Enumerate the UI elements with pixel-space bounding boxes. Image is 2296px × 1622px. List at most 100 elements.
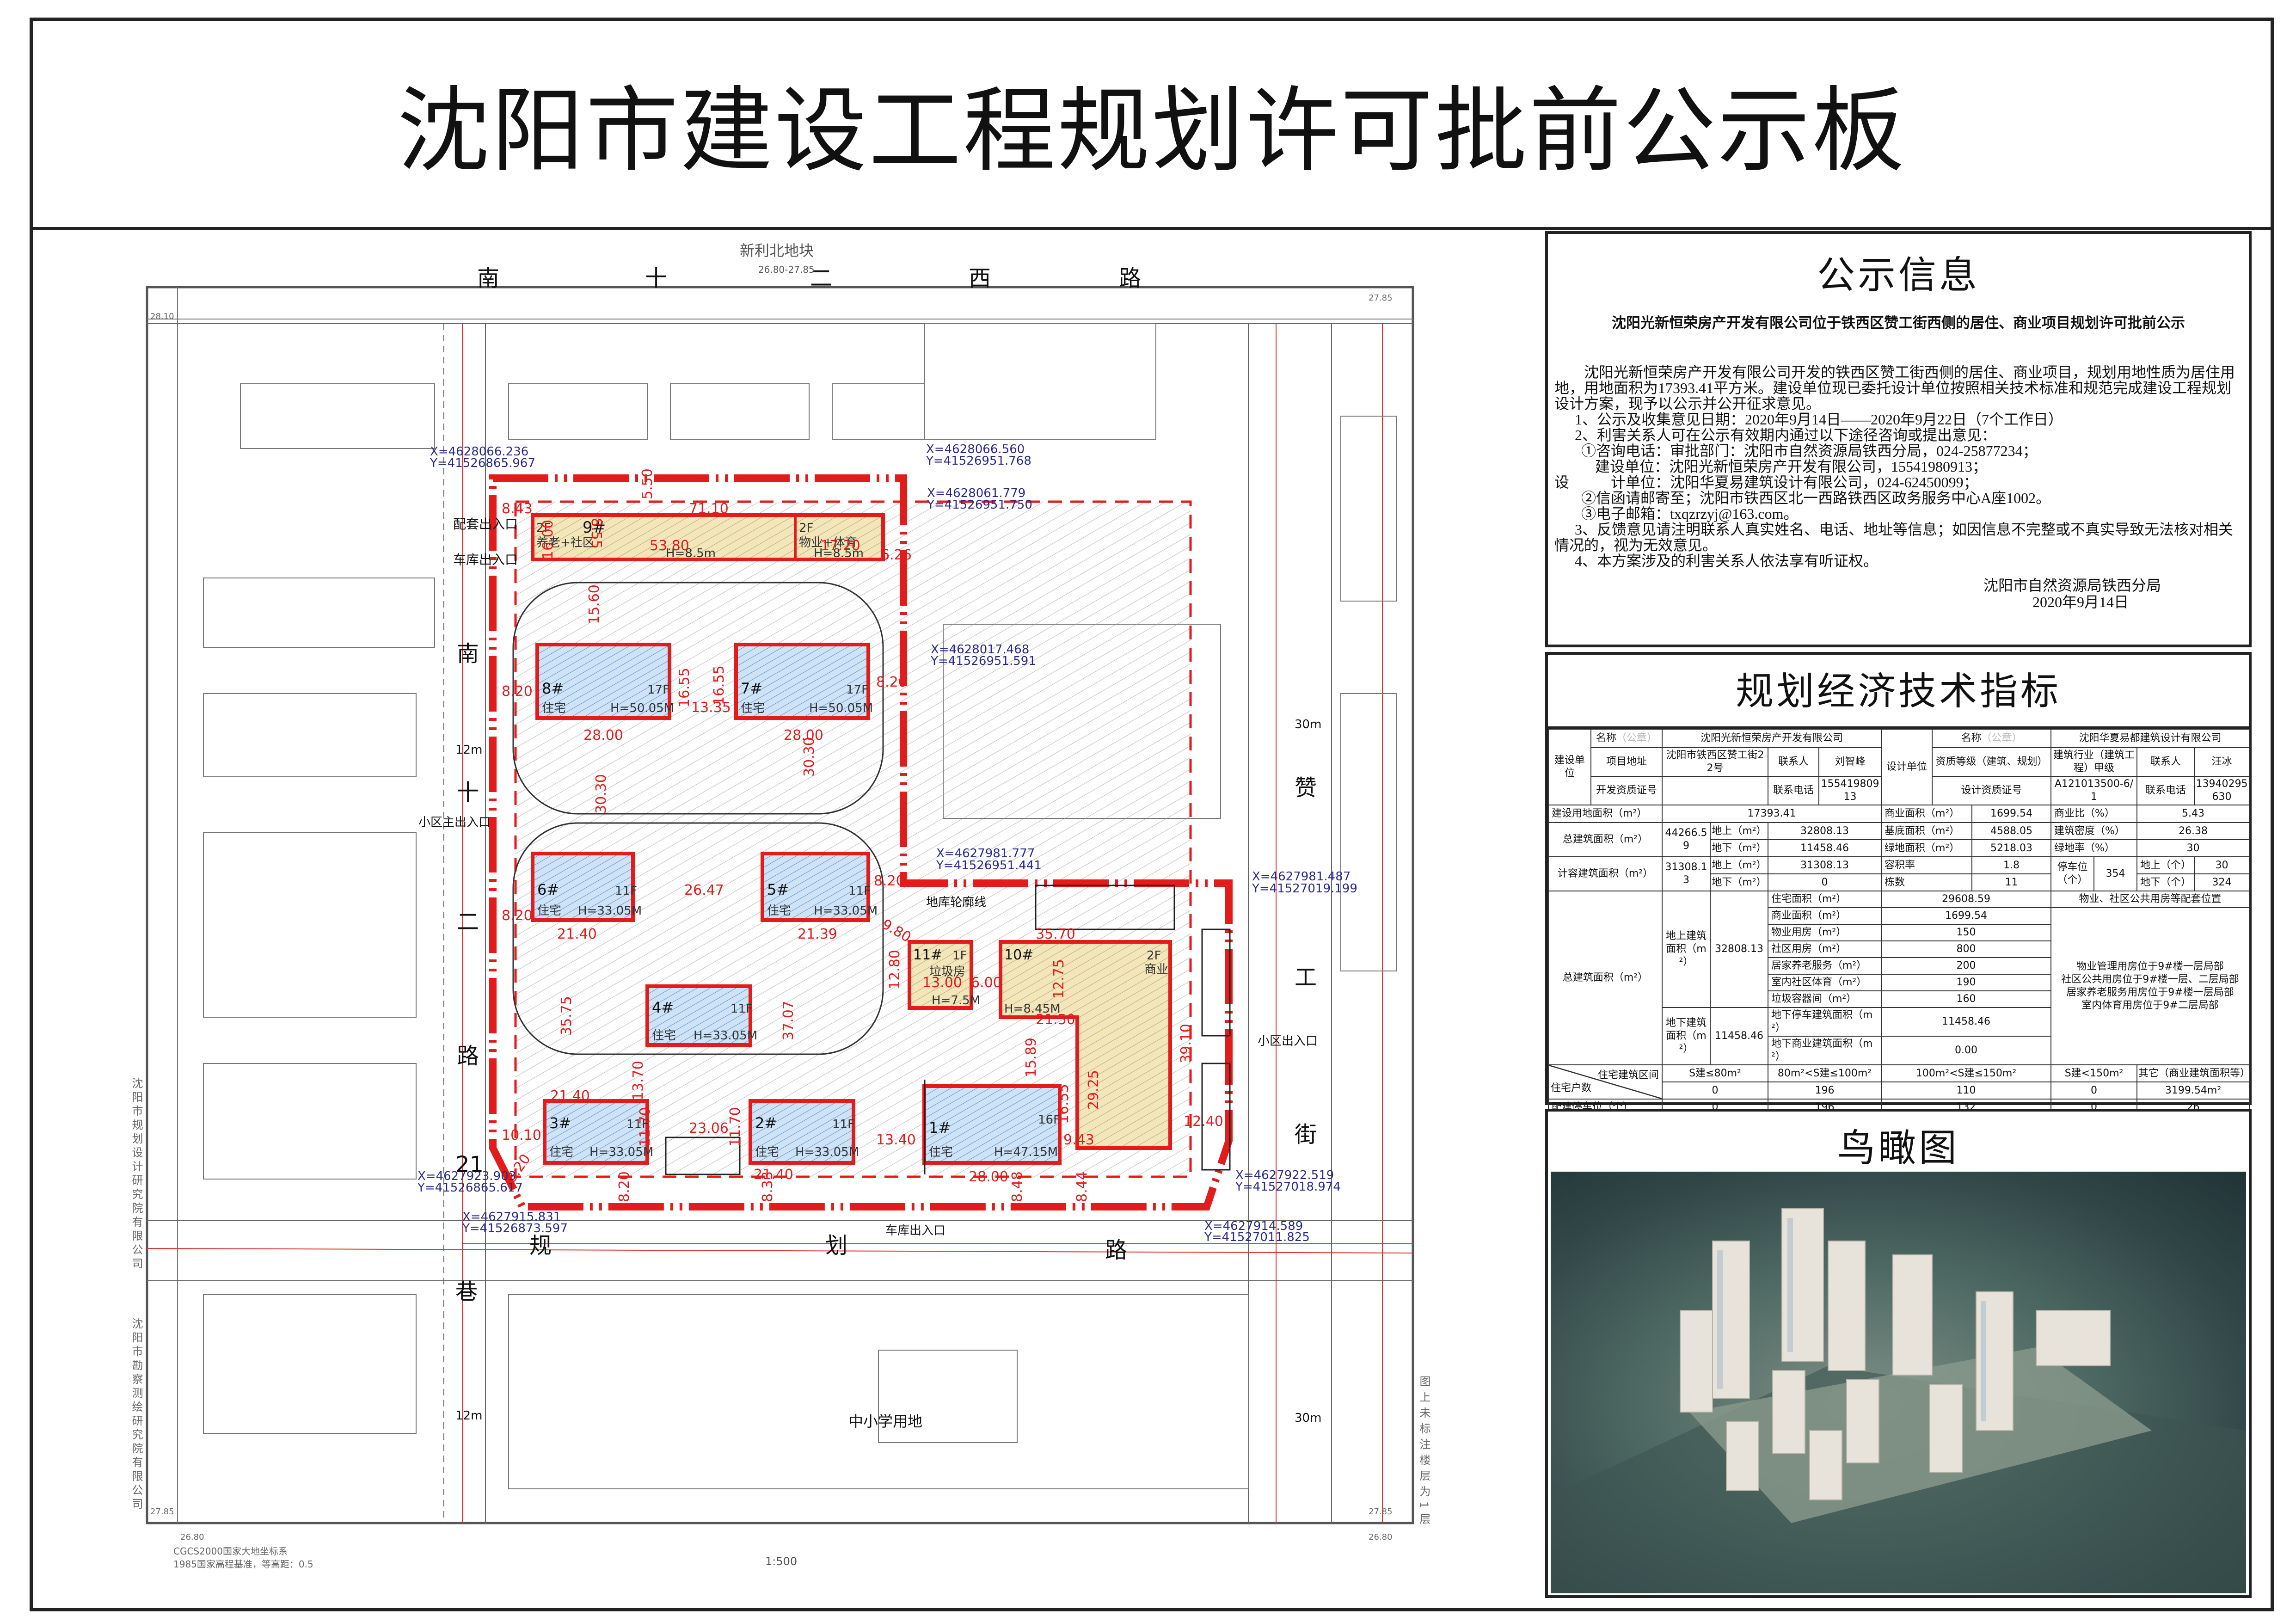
- breakdown-label: 地下停车建筑面积（m²）: [1767, 1007, 1882, 1037]
- map-label: X=4628066.236: [430, 445, 528, 459]
- map-label: X=4627922.519: [1235, 1168, 1334, 1182]
- building-2-height: H=33.05M: [795, 1145, 859, 1159]
- breakdown-value: 160: [1881, 990, 2052, 1008]
- notice-item-2e: ③电子邮箱：txqzrzyj@163.com。: [1581, 505, 1799, 522]
- designer-name: 沈阳华夏易都建筑设计有限公司: [2050, 729, 2250, 748]
- map-label: 23.06: [689, 1120, 729, 1137]
- map-shape: [1035, 885, 1175, 930]
- map-frame: [146, 286, 1414, 1524]
- map-label: Y=41527018.974: [1235, 1180, 1341, 1194]
- map-label: 10.10: [502, 1127, 541, 1143]
- parking-above-label: 地上（个）: [2136, 856, 2195, 874]
- map-shape: [1846, 1379, 1879, 1463]
- road-names: 南 十 二 西 路 南 十 二 路 21 巷 赞 工 街 规 划 路: [455, 265, 1317, 1305]
- far-value: 1.8: [1971, 856, 2052, 874]
- map-scale: 1:500: [765, 1555, 797, 1568]
- building-5-floors: 11F: [848, 884, 871, 898]
- map-shape: [1680, 1310, 1713, 1413]
- building-1-height: H=47.15M: [994, 1145, 1058, 1159]
- notice-item-1: 1、公示及收集意见日期：2020年9月14日——2020年9月22日（7个工作日…: [1575, 411, 2063, 428]
- map-shape: [508, 383, 648, 440]
- phone-label: 联系电话: [2136, 776, 2195, 805]
- parking-spaces: [665, 885, 1231, 1175]
- map-label: 11.70: [727, 1107, 743, 1147]
- surrounding-buildings: [203, 323, 1397, 1489]
- building-8: [535, 643, 671, 720]
- entrance-label: 配套出入口: [453, 516, 518, 532]
- entrance-label: 小区出入口: [1258, 1034, 1318, 1048]
- map-label: 8.20: [876, 674, 907, 690]
- building-4: [645, 984, 752, 1047]
- map-label: 6.26: [881, 547, 912, 563]
- designer-name-label: 名称（公章）: [1932, 729, 2052, 748]
- map-label: 路: [457, 1043, 479, 1069]
- north-block-label: 新利北地块: [740, 242, 814, 259]
- crs-note: CGCS2000国家大地坐标系: [173, 1546, 288, 1557]
- school-land-label: 中小学用地: [848, 1413, 922, 1430]
- map-label: Y=41526951.441: [936, 859, 1042, 872]
- breakdown-value: 29608.59: [1881, 891, 2052, 908]
- map-label: 15.89: [1023, 1038, 1039, 1077]
- base-area: 4588.05: [1971, 822, 2052, 840]
- map-label: X=4627915.831: [462, 1210, 561, 1224]
- map-label: X=4627981.777: [936, 847, 1035, 860]
- above-build-label: 地上建筑面积（m²）: [1662, 891, 1711, 1008]
- map-label: 28.00: [969, 1169, 1008, 1185]
- map-label: 9.43: [1063, 1132, 1094, 1148]
- building-7-floors: 17F: [846, 683, 868, 697]
- signing-date: 2020年9月14日: [2032, 594, 2129, 610]
- aerial-view-panel: 鸟瞰图: [1545, 1109, 2252, 1598]
- side-notes: 沈阳市规划设计研究院有限公司 沈阳市勘察测绘研究院有限公司 图上未标注楼层为1层: [130, 1077, 1430, 1529]
- above-build-area: 32808.13: [1710, 891, 1768, 1008]
- map-shape: [1809, 1430, 1842, 1500]
- map-label: 二: [810, 265, 832, 291]
- building-5: [761, 852, 870, 922]
- notice-item-4: 4、本方案涉及的利害关系人依法享有听证权。: [1575, 553, 1879, 569]
- below-build-label: 地下建筑面积（m²）: [1662, 1007, 1711, 1065]
- table-row: 开发资质证号 联系电话 15541980913 设计资质证号 A12101350…: [1548, 776, 2250, 805]
- map-label: 21.39: [798, 926, 837, 942]
- aerial-heading: 鸟瞰图: [1837, 1126, 1959, 1170]
- entrance-label: 车库出入口: [885, 1224, 945, 1238]
- range-header: S建<150m²: [2050, 1064, 2138, 1082]
- map-shape: 2F 养老+社区 9# H=8.5m 2F 物业+体育 H=8.5m 8# 17…: [536, 518, 1168, 1159]
- map-shape: [1340, 416, 1397, 602]
- map-label: 26.80: [1369, 1532, 1393, 1542]
- above-ground-label: 地上（m²）: [1710, 822, 1768, 840]
- table-row: 社区用房（m²）800: [1548, 940, 2249, 958]
- map-label: 37.07: [780, 1001, 797, 1040]
- breakdown-label: 社区用房（m²）: [1767, 940, 1882, 958]
- building-11-height: H=7.5M: [932, 994, 980, 1008]
- map-label: X=4627923.903: [417, 1169, 516, 1183]
- map-label: 6.00: [971, 975, 1002, 991]
- map-shape: [203, 578, 435, 648]
- board-title: 沈阳市建设工程规划许可批前公示板: [397, 77, 1906, 185]
- builder-label: 建设单位: [1548, 729, 1591, 805]
- table-row: 0 196 110 0 3199.54m²: [1548, 1081, 2250, 1100]
- building-6-floors: 11F: [615, 884, 637, 898]
- map-label: 工: [1295, 965, 1317, 990]
- map-label: 17.20: [821, 538, 860, 554]
- building-9-floors: 2F: [536, 521, 551, 535]
- building-1-id: 1#: [929, 1119, 951, 1137]
- map-label: 15.60: [586, 584, 602, 624]
- building-7-use: 住宅: [741, 701, 765, 715]
- breakdown-value: 190: [1881, 974, 2052, 991]
- dev-cert-label: 开发资质证号: [1590, 776, 1663, 805]
- building-8-use: 住宅: [542, 701, 566, 715]
- building-2-floors: 11F: [832, 1118, 854, 1131]
- map-label: 划: [825, 1233, 847, 1259]
- map-label: 12.40: [1184, 1113, 1223, 1130]
- table-row: 住宅建筑区间住宅户数 S建≤80m² 80m²<S建≤100m² 100m²<S…: [1548, 1064, 2250, 1100]
- map-shape: [1201, 1063, 1231, 1171]
- tech-indicators-panel: 规划经济技术指标 建设单位 名称（公章） 沈阳光新恒荣房产开发有限公司 设计单位…: [1545, 652, 2252, 1116]
- table-row: 室内社区体育（m²）190: [1548, 974, 2249, 991]
- green-ratio: 30: [2136, 839, 2250, 857]
- map-label: 8.33: [760, 1171, 776, 1202]
- map-label: 71.10: [689, 501, 729, 517]
- table-row: 居家养老服务（m²）200: [1548, 957, 2249, 975]
- building-5-use: 住宅: [767, 904, 791, 918]
- map-label: 35.70: [1036, 926, 1075, 942]
- building-7-height: H=50.05M: [809, 701, 873, 715]
- map-label: 27.85: [1369, 1507, 1393, 1517]
